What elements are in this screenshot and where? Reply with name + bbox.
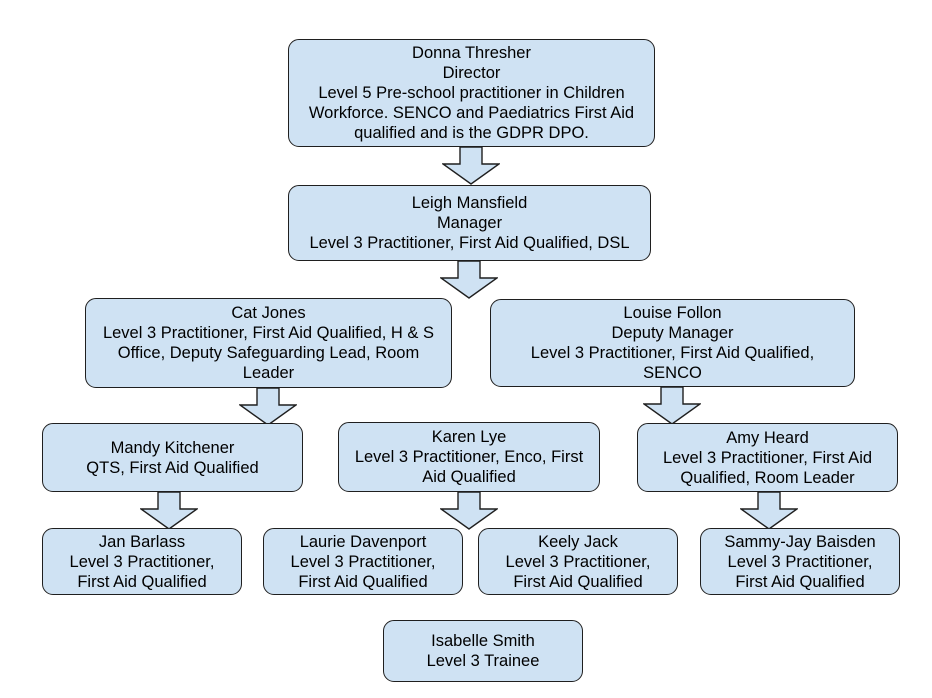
person-name: Cat Jones	[231, 304, 306, 322]
person-name: Amy Heard	[726, 428, 809, 447]
person-qualifications: Level 3 Trainee	[426, 652, 540, 670]
org-node-keely-jack: Keely Jack Level 3 Practitioner, First A…	[478, 528, 678, 595]
person-qualifications: Level 3 Practitioner, First Aid Qualifie…	[662, 448, 873, 487]
org-node-jan-barlass: Jan Barlass Level 3 Practitioner, First …	[42, 528, 242, 595]
person-name: Laurie Davenport	[299, 532, 427, 551]
org-node-sammy-jay-baisden: Sammy-Jay Baisden Level 3 Practitioner, …	[700, 528, 900, 595]
person-role: Manager	[436, 214, 503, 232]
person-name: Leigh Mansfield	[411, 194, 528, 212]
person-name: Donna Thresher	[412, 44, 531, 62]
person-name: Mandy Kitchener	[110, 438, 235, 457]
person-qualifications: Level 3 Practitioner, First Aid Qualifie…	[530, 344, 815, 382]
person-qualifications: Level 3 Practitioner, First Aid Qualifie…	[727, 552, 873, 591]
down-arrow-icon	[442, 146, 500, 185]
person-name: Karen Lye	[431, 428, 507, 446]
org-node-laurie-davenport: Laurie Davenport Level 3 Practitioner, F…	[263, 528, 463, 595]
person-name: Jan Barlass	[98, 532, 186, 551]
org-node-leigh-mansfield: Leigh Mansfield Manager Level 3 Practiti…	[288, 185, 651, 261]
org-node-cat-jones: Cat Jones Level 3 Practitioner, First Ai…	[85, 298, 452, 388]
org-node-donna-thresher: Donna Thresher Director Level 5 Pre-scho…	[288, 39, 655, 147]
down-arrow-icon	[740, 491, 798, 530]
org-node-amy-heard: Amy Heard Level 3 Practitioner, First Ai…	[637, 423, 898, 492]
down-arrow-icon	[440, 260, 498, 299]
person-name: Keely Jack	[538, 532, 618, 551]
person-name: Sammy-Jay Baisden	[724, 532, 876, 551]
down-arrow-icon	[140, 491, 198, 530]
org-node-louise-follon: Louise Follon Deputy Manager Level 3 Pra…	[490, 299, 855, 387]
person-qualifications: Level 5 Pre-school practitioner in Child…	[308, 84, 635, 142]
person-qualifications: QTS, First Aid Qualified	[86, 458, 259, 477]
person-name: Isabelle Smith	[431, 632, 535, 650]
person-role: Deputy Manager	[611, 324, 734, 342]
person-role: Director	[442, 64, 501, 82]
person-qualifications: Level 3 Practitioner, First Aid Qualifie…	[309, 234, 630, 252]
person-qualifications: Level 3 Practitioner, Enco, First Aid Qu…	[354, 448, 584, 486]
person-qualifications: Level 3 Practitioner, First Aid Qualifie…	[102, 324, 435, 382]
org-node-isabelle-smith: Isabelle Smith Level 3 Trainee	[383, 620, 583, 682]
org-node-karen-lye: Karen Lye Level 3 Practitioner, Enco, Fi…	[338, 422, 600, 492]
down-arrow-icon	[440, 491, 498, 530]
down-arrow-icon	[643, 386, 701, 425]
person-qualifications: Level 3 Practitioner, First Aid Qualifie…	[69, 552, 215, 591]
person-name: Louise Follon	[623, 304, 722, 322]
down-arrow-icon	[239, 387, 297, 426]
person-qualifications: Level 3 Practitioner, First Aid Qualifie…	[290, 552, 436, 591]
person-qualifications: Level 3 Practitioner, First Aid Qualifie…	[505, 552, 651, 591]
org-node-mandy-kitchener: Mandy Kitchener QTS, First Aid Qualified	[42, 423, 303, 492]
